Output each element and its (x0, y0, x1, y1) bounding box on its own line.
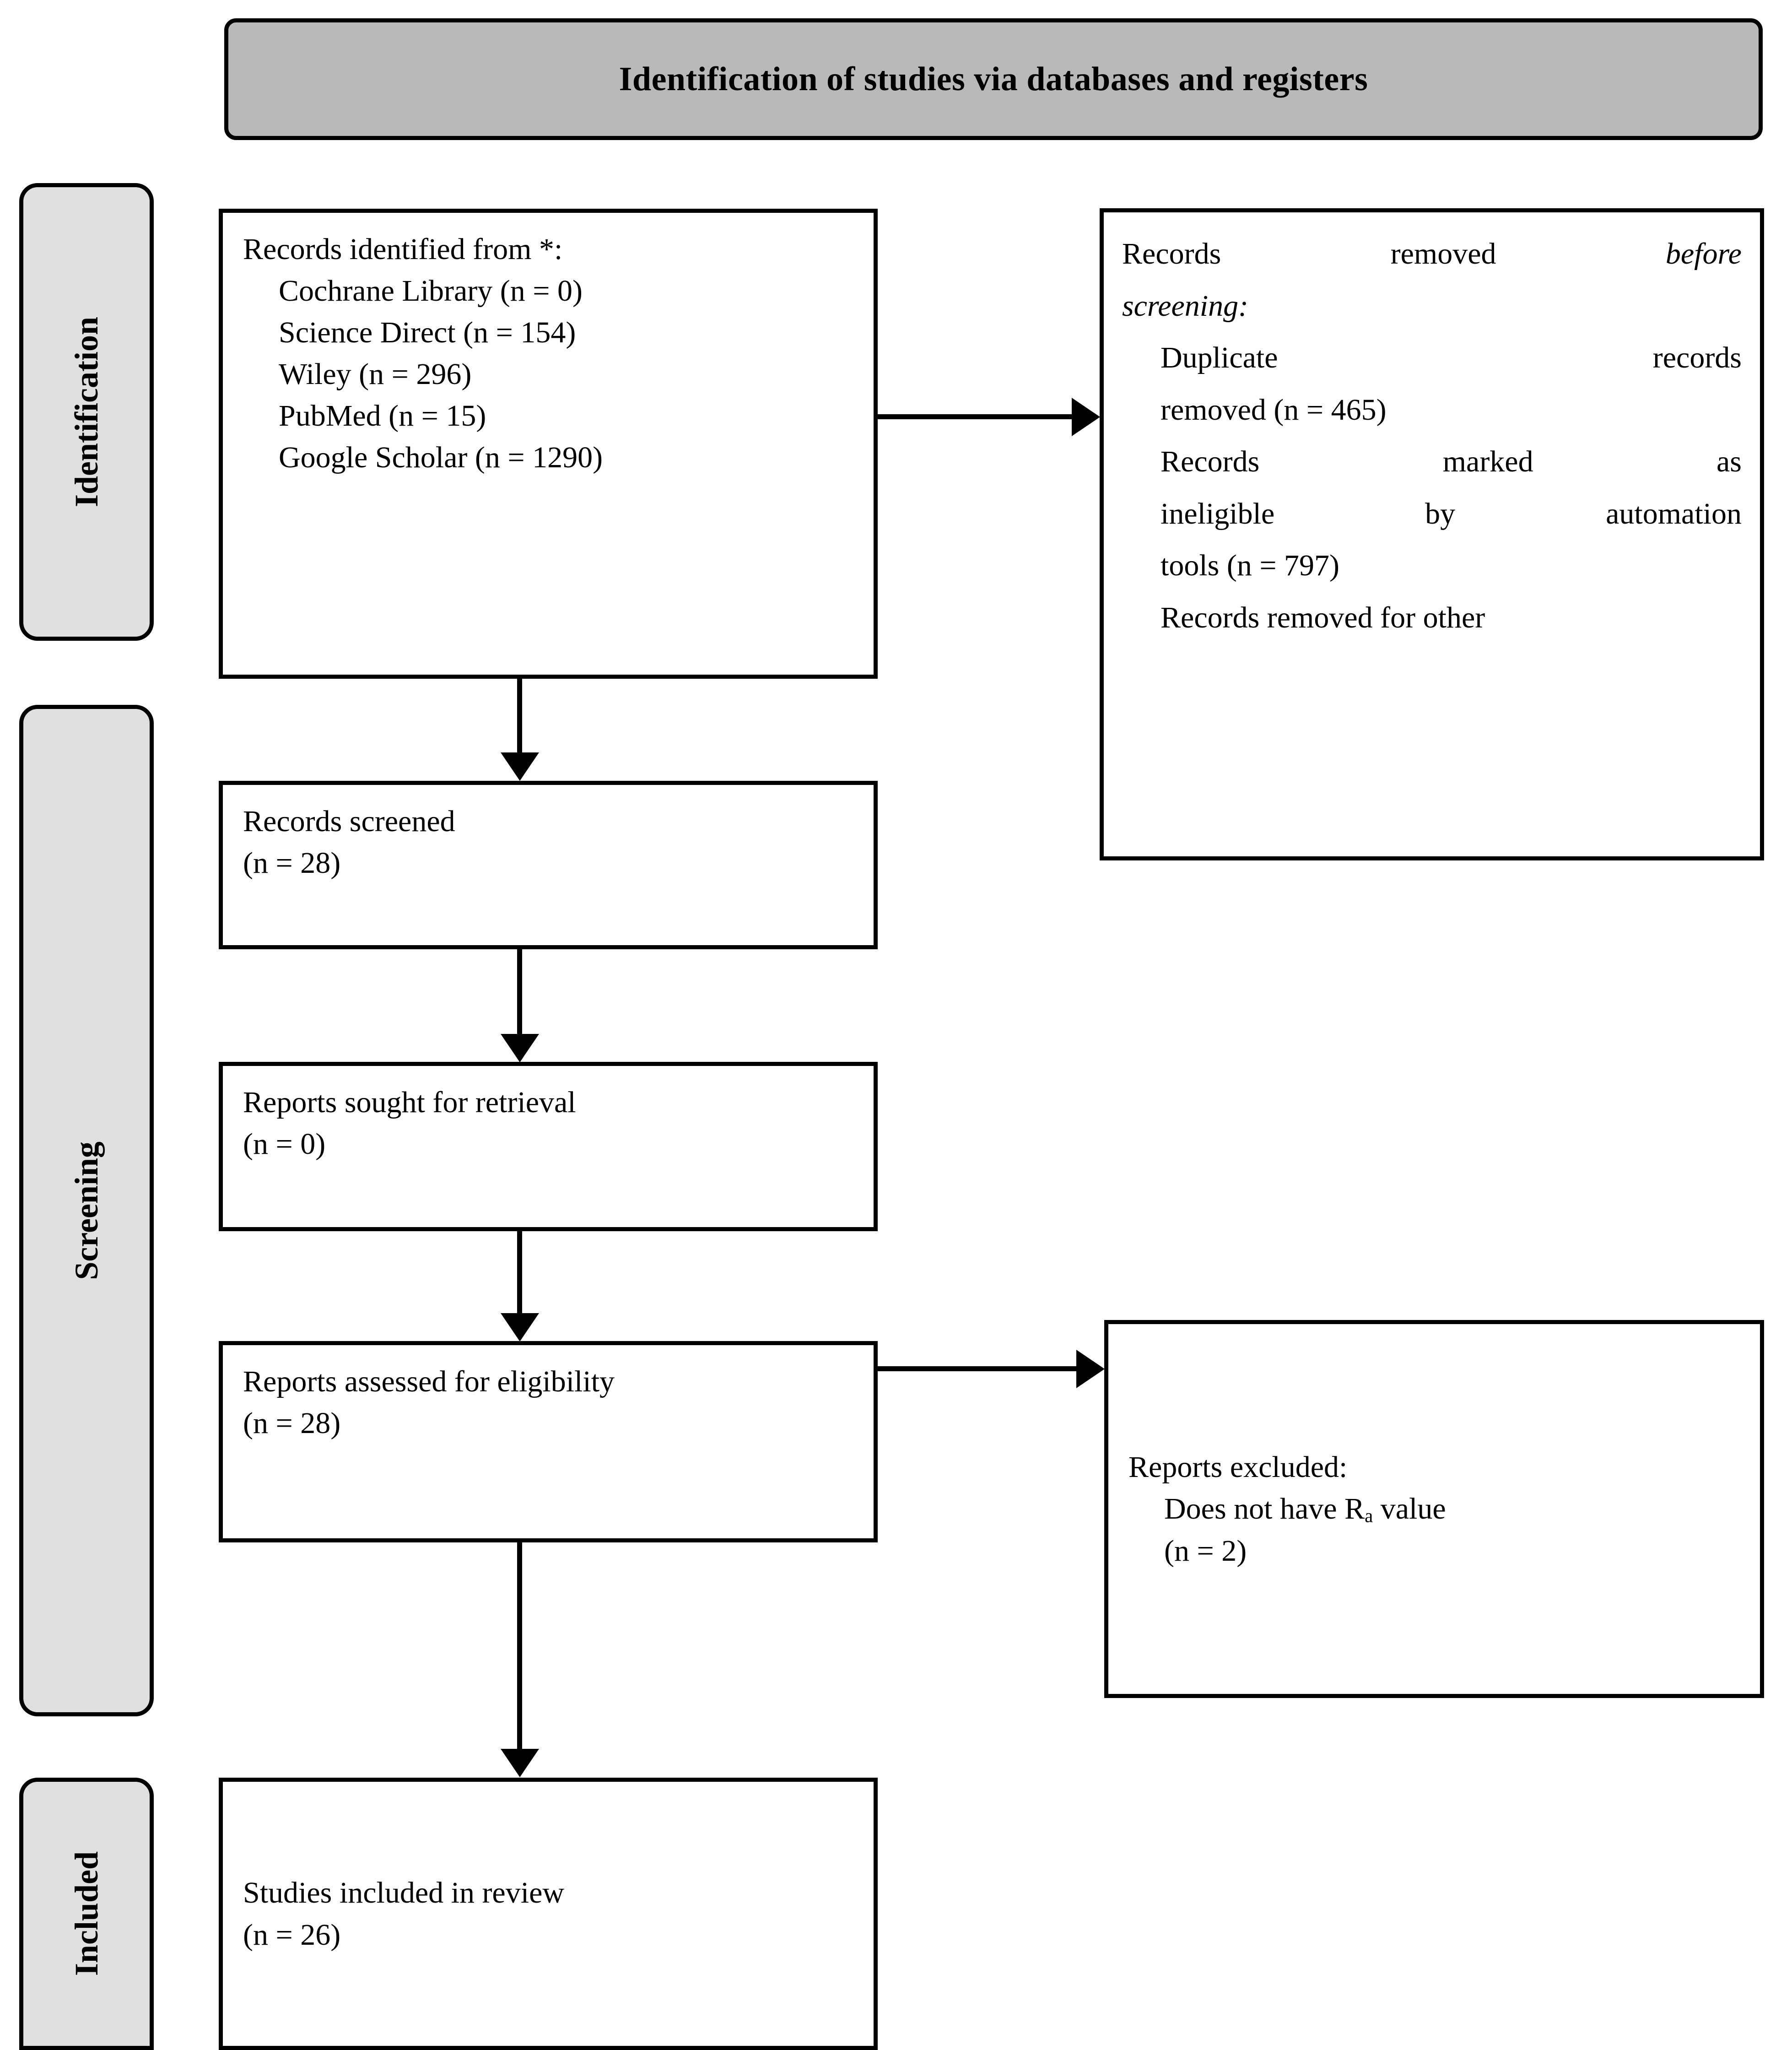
box-reports-excluded: Reports excluded: Does not have Ra value… (1104, 1320, 1764, 1698)
studies-included-label: Studies included in review (243, 1876, 565, 1910)
records-identified-title: Records identified from *: (243, 233, 563, 266)
reports-excluded-reason: Does not have Ra value (1128, 1488, 1740, 1530)
box-records-identified: Records identified from *: Cochrane Libr… (219, 209, 878, 679)
removed-ineligible-word-by: by (1425, 497, 1456, 530)
removed-ineligible-line2: ineligible by automation (1122, 488, 1742, 540)
reports-assessed-count: (n = 28) (243, 1406, 341, 1440)
reports-sought-count: (n = 0) (243, 1127, 326, 1161)
studies-included-count: (n = 26) (243, 1918, 341, 1952)
source-google-scholar: Google Scholar (n = 1290) (279, 441, 603, 475)
records-removed-title-line1: Records removed before (1122, 228, 1742, 280)
removed-ineligible-word-ineligible: ineligible (1160, 497, 1275, 530)
header-banner: Identification of studies via databases … (224, 18, 1763, 140)
box-reports-assessed-for-eligibility: Reports assessed for eligibility (n = 28… (219, 1341, 878, 1542)
records-screened-count: (n = 28) (243, 846, 341, 880)
source-cochrane-library: Cochrane Library (n = 0) (279, 274, 583, 308)
box-reports-sought-for-retrieval: Reports sought for retrieval (n = 0) (219, 1062, 878, 1231)
source-pubmed: PubMed (n = 15) (279, 399, 486, 433)
connector-assessed-to-excluded-arrowhead (1076, 1350, 1105, 1388)
removed-duplicate-word-duplicate: Duplicate (1160, 341, 1278, 375)
removed-ineligible-line3: tools (n = 797) (1160, 549, 1340, 583)
box-records-screened: Records screened (n = 28) (219, 781, 878, 949)
connector-identified-to-screened-arrowhead (501, 752, 539, 781)
stage-tab-included-label: Included (68, 1851, 105, 1976)
stage-tab-identification-label: Identification (68, 316, 105, 507)
connector-assessed-to-included-arrowhead (501, 1749, 539, 1777)
removed-duplicate-line1: Duplicate records (1122, 332, 1742, 384)
reports-excluded-reason-prefix: Does not have R (1164, 1492, 1365, 1526)
records-removed-word-screening: screening: (1122, 289, 1249, 323)
box-studies-included-in-review: Studies included in review (n = 26) (219, 1778, 878, 2050)
reports-assessed-label: Reports assessed for eligibility (243, 1365, 615, 1398)
removed-ineligible-word-marked: marked (1442, 445, 1533, 479)
removed-ineligible-word-automation: automation (1606, 497, 1742, 530)
records-removed-word-records: Records (1122, 237, 1221, 270)
connector-assessed-to-included-line (517, 1542, 522, 1749)
removed-duplicate-word-records: records (1652, 341, 1742, 375)
removed-duplicate-line2: removed (n = 465) (1160, 393, 1387, 427)
connector-screened-to-sought-line (517, 949, 522, 1034)
removed-ineligible-word-as: as (1716, 445, 1742, 479)
reports-excluded-reason-subscript: a (1365, 1505, 1373, 1526)
connector-identified-to-removed-arrowhead (1072, 398, 1100, 436)
source-wiley: Wiley (n = 296) (279, 357, 472, 391)
removed-other-line: Records removed for other (1160, 600, 1485, 634)
reports-sought-label: Reports sought for retrieval (243, 1086, 576, 1119)
records-removed-word-before: before (1665, 237, 1742, 270)
records-screened-label: Records screened (243, 805, 455, 838)
box-records-removed-before-screening: Records removed before screening: Duplic… (1100, 208, 1764, 860)
stage-tab-identification: Identification (19, 183, 154, 641)
connector-screened-to-sought-arrowhead (501, 1034, 539, 1062)
page-title: Identification of studies via databases … (619, 60, 1368, 98)
records-removed-word-removed: removed (1390, 237, 1496, 270)
connector-identified-to-screened-line (517, 679, 522, 753)
removed-ineligible-word-records: Records (1160, 445, 1260, 479)
source-science-direct: Science Direct (n = 154) (279, 316, 576, 350)
stage-tab-screening: Screening (19, 705, 154, 1716)
reports-excluded-label: Reports excluded: (1128, 1450, 1348, 1484)
reports-excluded-count: (n = 2) (1164, 1534, 1247, 1568)
connector-identified-to-removed-line (878, 414, 1072, 419)
records-removed-title-line2: screening: (1122, 280, 1742, 332)
reports-excluded-reason-suffix: value (1373, 1492, 1446, 1526)
connector-sought-to-assessed-arrowhead (501, 1313, 539, 1341)
stage-tab-screening-label: Screening (68, 1141, 105, 1280)
connector-sought-to-assessed-line (517, 1231, 522, 1314)
stage-tab-included: Included (19, 1778, 154, 2050)
connector-assessed-to-excluded-line (878, 1366, 1076, 1371)
removed-ineligible-line1: Records marked as (1122, 436, 1742, 488)
